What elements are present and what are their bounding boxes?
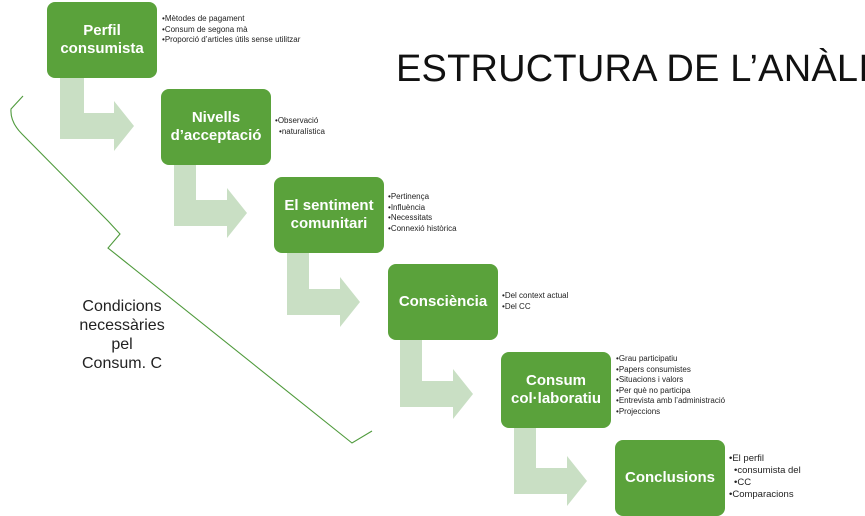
list-item: Grau participatiu <box>616 354 725 365</box>
list-item: consumista del <box>729 465 800 477</box>
step-arrow-4 <box>400 340 473 419</box>
step-bullets-consum-collaboratiu: Grau participatiu Papers consumistes Sit… <box>616 354 725 418</box>
step-bullets-nivells-acceptacio: Observació naturalística <box>275 116 325 137</box>
list-item: CC <box>729 477 801 489</box>
list-item: Projeccions <box>616 407 725 418</box>
list-item: Per què no participa <box>616 386 725 397</box>
list-item: Del CC <box>502 302 568 313</box>
step-bullets-consciencia: Del context actual Del CC <box>502 291 569 313</box>
list-item: Observació <box>275 116 325 127</box>
list-item: Del context actual <box>502 291 569 302</box>
list-item: Consum de segona mà <box>162 25 300 36</box>
list-item: Influència <box>388 203 457 214</box>
list-item: Entrevista amb l’administració <box>616 396 725 407</box>
step-arrow-2 <box>174 165 247 238</box>
step-bullets-perfil-consumista: Mètodes de pagament Consum de segona mà … <box>162 14 301 46</box>
list-item: Mètodes de pagament <box>162 14 300 25</box>
step-bullets-conclusions: El perfil consumista del CC Comparacions <box>729 453 801 501</box>
step-box-conclusions: Conclusions <box>615 440 725 516</box>
step-box-consciencia: Consciència <box>388 264 498 340</box>
list-item: Proporció d’articles útils sense utilitz… <box>162 35 301 46</box>
step-arrow-3 <box>287 253 360 327</box>
list-item: Situacions i valors <box>616 375 725 386</box>
diagram-title: ESTRUCTURA DE L’ANÀLISI <box>396 48 865 90</box>
list-item: Pertinença <box>388 192 457 203</box>
list-item: Papers consumistes <box>616 365 725 376</box>
step-arrow-5 <box>514 428 587 506</box>
step-arrow-1 <box>60 78 134 151</box>
list-item: Connexió històrica <box>388 224 457 235</box>
bracket <box>10 95 373 444</box>
list-item: naturalística <box>275 127 325 138</box>
side-label-condicions: Condicions necessàries pel Consum. C <box>79 298 165 372</box>
step-bullets-sentiment-comunitari: Pertinença Influència Necessitats Connex… <box>388 192 457 234</box>
list-item: El perfil <box>729 453 801 465</box>
list-item: Necessitats <box>388 213 457 224</box>
list-item: Comparacions <box>729 489 801 501</box>
